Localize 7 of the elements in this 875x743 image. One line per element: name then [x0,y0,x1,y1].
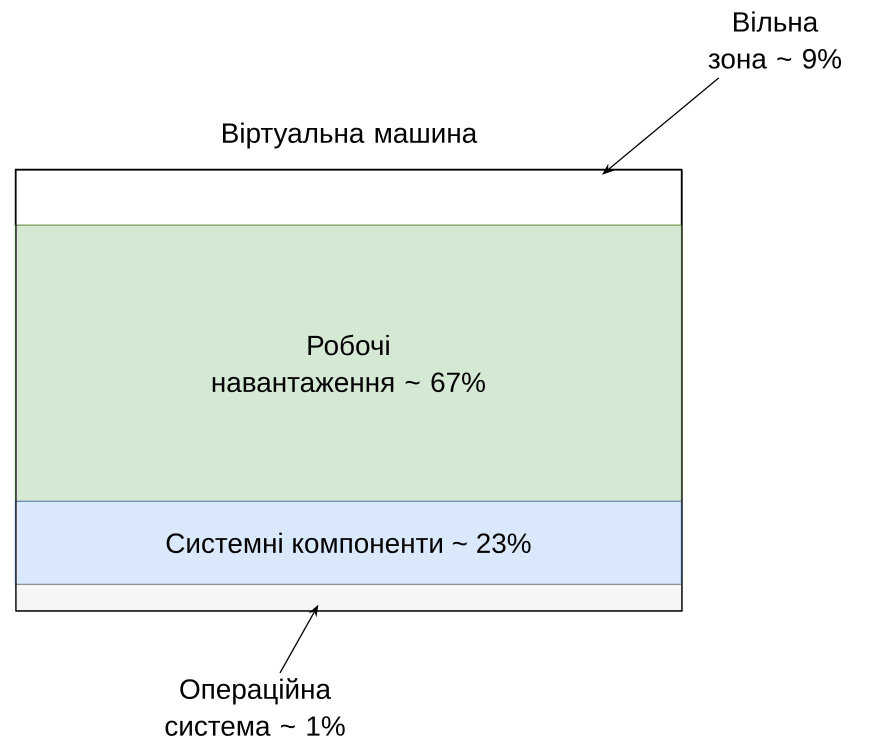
system-components-band: Системні компоненти ~ 23% [14,500,682,585]
workload-band: Робочі навантаження ~ 67% [14,224,682,502]
os-band [15,584,682,611]
box-heading: Віртуальна машина [223,122,478,148]
free-zone-band [14,168,682,226]
os-label: Операційна система ~ 1% [166,678,345,736]
free-zone-label: Вільна зона ~ 9% [708,11,842,69]
